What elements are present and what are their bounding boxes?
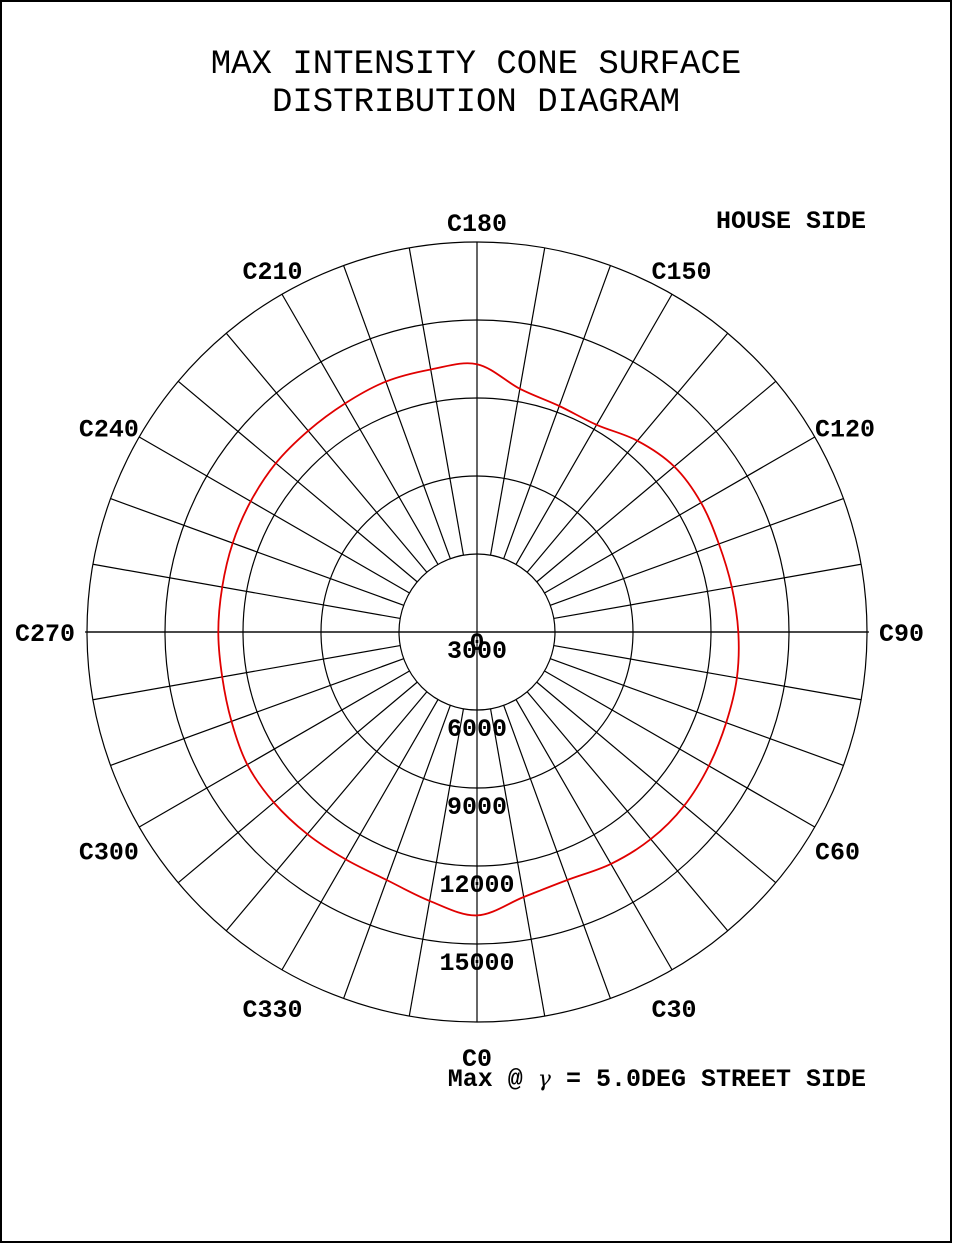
grid-spoke	[225, 332, 428, 573]
radial-tick-label: 9000	[447, 793, 507, 822]
grid-spoke	[503, 265, 611, 559]
angle-label-c0: C0	[462, 1045, 492, 1074]
grid-spoke	[515, 699, 673, 971]
chart-title-line-1: MAX INTENSITY CONE SURFACE	[211, 46, 742, 84]
grid-spoke	[515, 293, 673, 565]
series-line-0	[217, 362, 740, 917]
grid-spoke	[110, 658, 404, 766]
grid-spoke	[553, 644, 862, 701]
grid-spoke	[536, 681, 777, 884]
gamma-symbol: γ	[538, 1067, 552, 1092]
grid-spoke	[550, 498, 844, 606]
angle-label-c330: C330	[242, 996, 302, 1025]
grid-spoke	[544, 436, 816, 594]
grid-spoke	[138, 670, 410, 828]
grid-spoke	[553, 563, 862, 620]
radial-tick-label: 15000	[439, 949, 514, 978]
grid-spoke	[489, 708, 546, 1017]
angle-label-c30: C30	[652, 996, 697, 1025]
grid-spoke	[408, 247, 465, 556]
footer-suffix: = 5.0DEG STREET SIDE	[551, 1065, 866, 1094]
house-side-label: HOUSE SIDE	[716, 207, 866, 236]
grid-spoke	[225, 691, 428, 932]
angle-label-c210: C210	[242, 258, 302, 287]
grid-spoke	[526, 332, 729, 573]
grid-spoke	[138, 436, 410, 594]
grid-spoke	[503, 705, 611, 999]
angle-label-c120: C120	[815, 416, 875, 445]
grid-spoke	[544, 670, 816, 828]
angle-label-c300: C300	[79, 839, 139, 868]
footer-prefix: Max @	[448, 1065, 538, 1094]
grid-spoke	[489, 247, 546, 556]
grid-spoke	[281, 699, 439, 971]
grid-spoke	[343, 265, 451, 559]
grid-spoke	[281, 293, 439, 565]
angle-label-c180: C180	[447, 210, 507, 239]
grid-spoke	[110, 498, 404, 606]
angular-labels: C0 C30 C60 C90 C120 C150 C180C210C240C270C300C…	[15, 210, 924, 1074]
radial-tick-label: 0	[469, 629, 484, 658]
radial-tick-label: 12000	[439, 871, 514, 900]
grid-spoke	[550, 658, 844, 766]
grid-spoke	[92, 563, 401, 620]
chart-title-line-2: DISTRIBUTION DIAGRAM	[272, 84, 680, 122]
grid-spoke	[408, 708, 465, 1017]
polar-grid	[85, 241, 869, 1023]
footer-annotation: Max @ γ = 5.0DEG STREET SIDE	[448, 1065, 866, 1094]
radial-tick-label: 6000	[447, 715, 507, 744]
angle-label-c240: C240	[79, 416, 139, 445]
angle-label-c270: C270	[15, 620, 75, 649]
grid-spoke	[343, 705, 451, 999]
angle-label-c150: C150	[652, 258, 712, 287]
angle-label-c90: C90	[879, 620, 924, 649]
grid-spoke	[536, 380, 777, 583]
grid-spoke	[526, 691, 729, 932]
grid-spoke	[177, 380, 418, 583]
series-layer	[217, 362, 740, 917]
radial-tick-label: 3000	[447, 637, 507, 666]
grid-spoke	[177, 681, 418, 884]
angle-label-c60: C60	[815, 839, 860, 868]
grid-spoke	[92, 644, 401, 701]
